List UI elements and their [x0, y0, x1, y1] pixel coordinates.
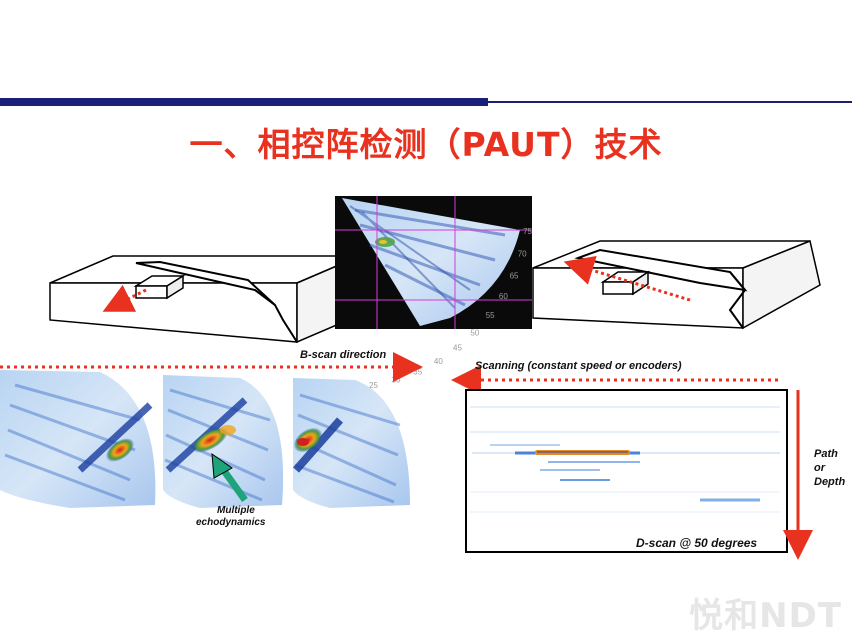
sector-scale-tick: 55 — [486, 311, 495, 320]
right-weld-block — [532, 239, 821, 330]
bscan-image-2 — [163, 375, 284, 508]
sector-scale-tick: 50 — [470, 328, 479, 337]
scanning-label: Scanning (constant speed or encoders) — [475, 360, 682, 372]
probe-right — [600, 270, 651, 296]
header-bar-thin — [488, 101, 852, 103]
depth-label: Depth — [814, 476, 846, 488]
sector-scale-tick: 30 — [392, 376, 401, 385]
sector-scale-tick: 40 — [434, 357, 443, 366]
sector-scale-tick: 45 — [453, 344, 462, 353]
sector-scale-tick: 70 — [518, 250, 527, 259]
sector-scale-tick: 65 — [510, 271, 519, 280]
dscan-caption: D-scan @ 50 degrees — [636, 536, 758, 550]
bscan-image-1 — [0, 370, 156, 508]
header-bar-thick — [0, 98, 488, 106]
multiple-label: Multiple — [217, 505, 255, 516]
echodynamics-label: echodynamics — [196, 517, 266, 528]
sector-scan-image — [335, 196, 532, 329]
green-arrow-icon — [211, 452, 248, 503]
slide-title: 一、相控阵检测（PAUT）技术 — [189, 125, 663, 164]
watermark: 悦和NDT — [689, 596, 842, 636]
sector-scale-tick: 60 — [499, 292, 508, 301]
path-label: Path — [814, 448, 838, 460]
or-label: or — [814, 462, 825, 474]
sector-scale-tick: 25 — [369, 381, 378, 390]
bscan-direction-label: B-scan direction — [300, 349, 387, 361]
bscan-image-3 — [292, 378, 410, 508]
dscan-panel — [465, 389, 788, 553]
sector-scale-tick: 75 — [523, 227, 532, 236]
left-weld-block — [49, 254, 361, 344]
sector-scale-tick: 35 — [413, 368, 422, 377]
